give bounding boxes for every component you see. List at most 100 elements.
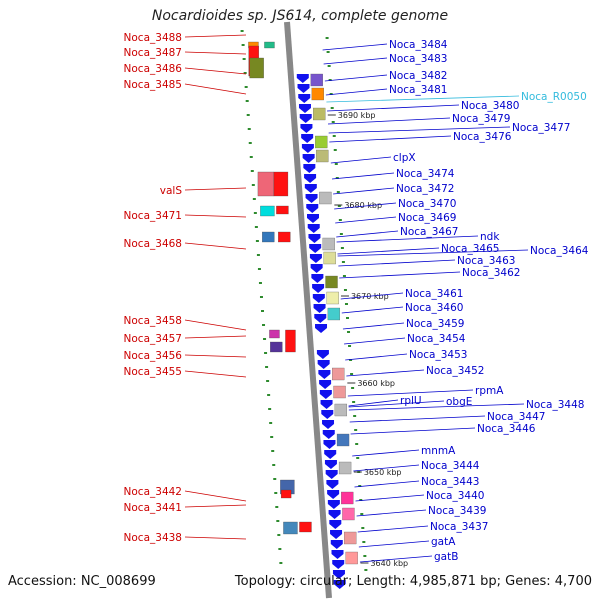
reverse-gene-box <box>315 135 328 149</box>
reverse-tick <box>342 275 346 277</box>
reverse-label-leader <box>359 555 433 563</box>
reverse-tick <box>353 415 357 417</box>
scale-label: 3650 kbp <box>364 468 402 477</box>
reverse-gene-label: gatA <box>431 536 456 548</box>
reverse-gene <box>328 510 341 519</box>
reverse-gene <box>324 460 337 469</box>
reverse-gene <box>309 244 322 253</box>
reverse-label-leader <box>345 353 408 361</box>
reverse-gene <box>322 420 335 429</box>
reverse-gene-box <box>323 251 336 265</box>
reverse-gene <box>320 400 333 409</box>
forward-tick <box>261 310 264 312</box>
reverse-tick <box>326 51 330 53</box>
reverse-tick <box>336 191 340 193</box>
forward-gene-label: valS <box>160 185 183 197</box>
forward-tick <box>245 100 249 102</box>
reverse-gene <box>301 144 314 153</box>
forward-gene <box>260 205 275 217</box>
forward-label-leader <box>184 242 247 250</box>
reverse-tick <box>361 527 365 529</box>
reverse-gene <box>311 274 324 283</box>
reverse-gene-box <box>325 275 338 289</box>
reverse-gene-label: Noca_3453 <box>409 349 467 361</box>
reverse-gene-label: Noca_3446 <box>477 423 536 435</box>
reverse-tick <box>329 93 333 95</box>
reverse-gene-label: Noca_3440 <box>426 490 484 502</box>
forward-label-leader <box>184 319 247 331</box>
reverse-tick <box>364 569 368 571</box>
forward-tick <box>256 254 260 256</box>
forward-label-leader <box>184 354 247 358</box>
reverse-tick <box>358 485 362 487</box>
forward-tick <box>274 492 278 494</box>
reverse-tick <box>350 373 354 375</box>
reverse-gene <box>300 124 313 133</box>
forward-gene <box>285 329 296 353</box>
reverse-label-leader <box>358 540 430 548</box>
reverse-tick <box>331 121 335 123</box>
reverse-tick <box>332 135 336 137</box>
forward-label-leader <box>184 51 247 55</box>
scale-label: 3640 kbp <box>370 559 408 568</box>
forward-label-leader <box>184 504 247 508</box>
reverse-gene <box>304 174 317 183</box>
reverse-gene <box>329 520 342 529</box>
reverse-gene-box <box>322 237 335 251</box>
reverse-tick <box>328 79 332 81</box>
reverse-gene-label: rpmA <box>475 385 504 397</box>
forward-tick <box>279 562 283 564</box>
forward-tick <box>265 366 269 368</box>
reverse-label-leader <box>324 74 388 82</box>
reverse-gene <box>307 214 319 223</box>
reverse-label-leader <box>350 427 476 435</box>
reverse-gene-box <box>338 461 352 475</box>
reverse-gene-box <box>310 73 323 87</box>
reverse-gene-label: Noca_3467 <box>400 226 458 238</box>
reverse-gene-box <box>342 507 355 521</box>
reverse-gene-label: rplU <box>400 395 422 407</box>
reverse-gene <box>319 390 332 399</box>
reverse-tick <box>327 65 331 67</box>
reverse-tick <box>348 345 352 347</box>
forward-tick <box>244 86 248 88</box>
scale-label: 3690 kbp <box>338 111 376 120</box>
genome-title: Nocardioides sp. JS614, complete genome <box>151 8 449 24</box>
reverse-gene-label: mnmA <box>421 445 456 457</box>
reverse-label-leader <box>337 249 529 257</box>
reverse-gene <box>323 440 336 449</box>
reverse-gene-box <box>341 491 354 505</box>
reverse-gene-label: Noca_3472 <box>396 183 454 195</box>
reverse-label-leader <box>334 202 397 210</box>
reverse-gene <box>303 164 316 173</box>
reverse-gene <box>313 304 326 313</box>
reverse-tick <box>333 149 337 151</box>
reverse-gene-box <box>313 107 326 121</box>
reverse-gene <box>304 184 317 193</box>
reverse-gene <box>330 540 343 549</box>
reverse-gene <box>330 530 343 539</box>
reverse-gene <box>308 234 321 243</box>
reverse-label-leader <box>347 389 474 397</box>
reverse-gene-box <box>319 191 332 205</box>
reverse-gene-label: Noca_3469 <box>398 212 456 224</box>
forward-label-leader <box>184 214 247 218</box>
reverse-gene <box>301 134 314 143</box>
forward-gene <box>273 171 289 197</box>
reverse-label-leader <box>342 322 405 330</box>
reverse-tick <box>359 499 363 501</box>
reverse-label-leader <box>331 172 395 180</box>
reverse-tick <box>325 37 329 39</box>
reverse-gene-label: Noca_3437 <box>430 521 488 533</box>
reverse-gene-box <box>344 531 357 545</box>
reverse-gene <box>305 194 318 203</box>
reverse-gene-label: Noca_3474 <box>396 168 455 180</box>
reverse-gene-box <box>311 87 324 101</box>
reverse-label-leader <box>340 292 404 300</box>
forward-gene <box>257 171 275 197</box>
reverse-label-leader <box>348 403 525 411</box>
forward-gene <box>269 329 280 339</box>
forward-tick <box>242 58 246 60</box>
reverse-label-leader <box>326 95 520 103</box>
